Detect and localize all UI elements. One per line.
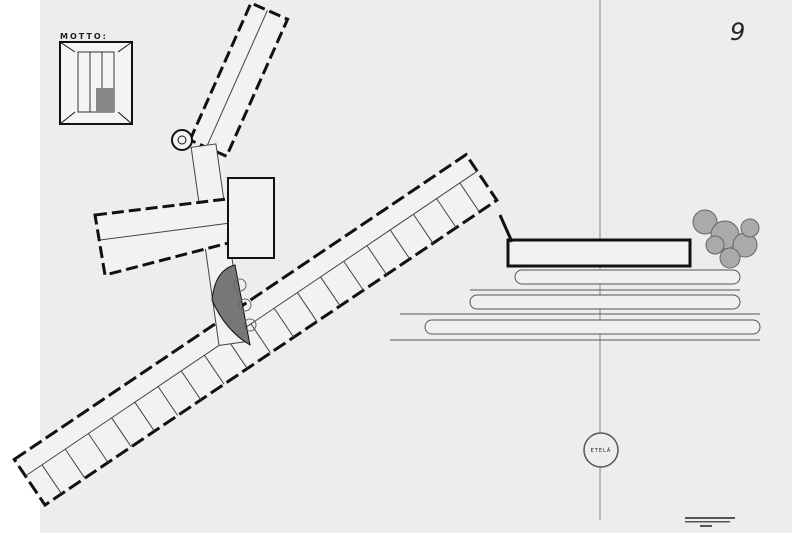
room-partition — [88, 433, 109, 463]
west-wing — [93, 177, 275, 277]
auditorium — [211, 264, 251, 347]
room-partition — [41, 464, 62, 495]
room-partition — [459, 182, 480, 213]
compass-label: ETELÄ — [591, 447, 612, 454]
tree-cluster — [692, 209, 760, 269]
title-block — [685, 517, 735, 527]
room-partition — [413, 214, 434, 244]
room-partition — [436, 198, 457, 228]
compass-circle — [583, 432, 619, 468]
sports-lanes — [390, 269, 761, 341]
room-partition — [227, 339, 248, 369]
room-partition — [64, 448, 86, 479]
room-partition — [273, 307, 295, 338]
stair-tower — [171, 129, 193, 151]
north-wing — [188, 0, 290, 159]
room-partition — [296, 292, 318, 322]
motto-sketch — [59, 41, 133, 125]
room-partition — [389, 229, 411, 260]
room-partition — [343, 260, 364, 291]
motto-label: MOTTO: — [60, 32, 108, 41]
room-partition — [180, 370, 202, 401]
room-partition — [134, 401, 155, 432]
room-partition — [366, 245, 387, 275]
sheet-number: 9 — [730, 18, 745, 46]
room-partition — [157, 386, 179, 416]
room-partition — [204, 354, 225, 385]
room-partition — [320, 276, 341, 307]
room-partition — [111, 417, 132, 448]
gym-hall — [506, 238, 692, 268]
